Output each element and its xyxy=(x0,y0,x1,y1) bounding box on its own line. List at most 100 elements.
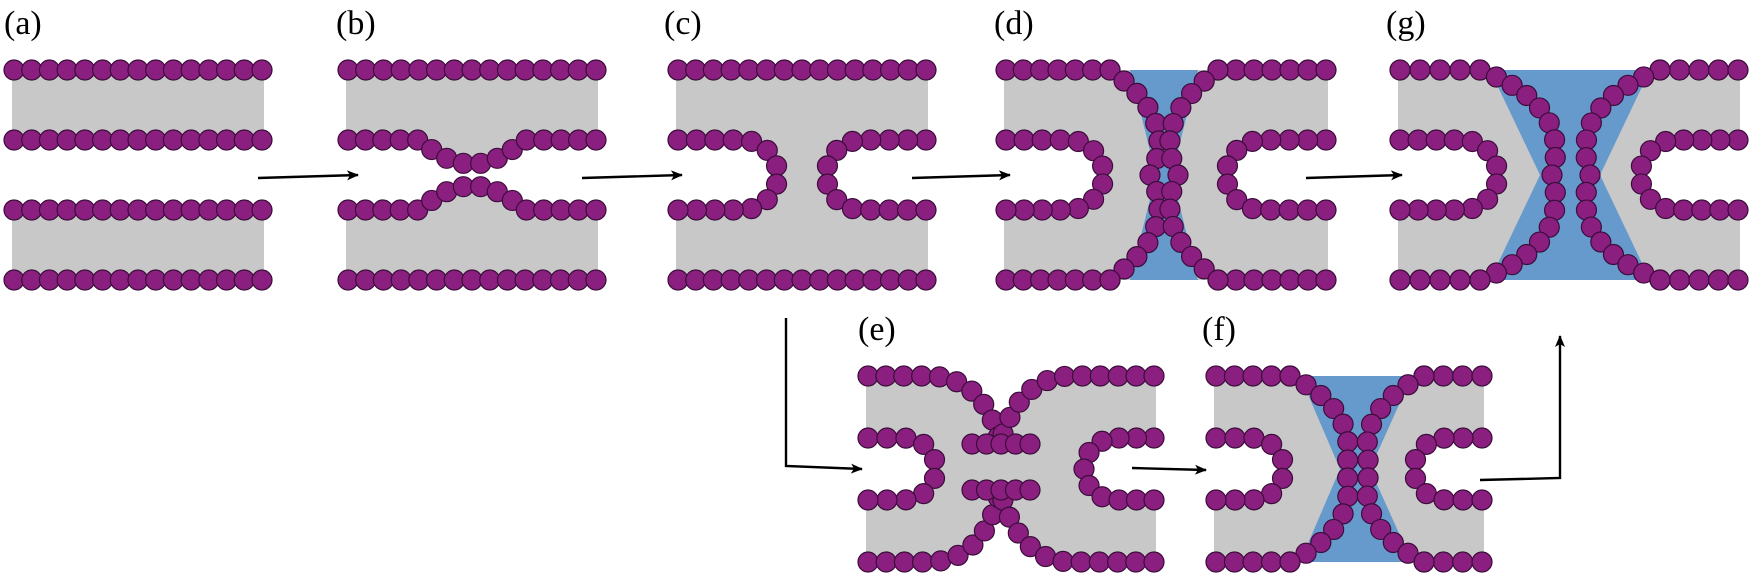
lipid-head xyxy=(1407,199,1429,221)
lipid-head xyxy=(1278,129,1300,151)
lipid-head xyxy=(1161,180,1183,203)
lipid-head xyxy=(549,269,572,291)
lipid-head xyxy=(1143,551,1165,573)
lipid-head xyxy=(1357,467,1379,489)
aqueous-gap-right xyxy=(1641,140,1740,210)
lipid-head xyxy=(720,59,742,81)
lipid-head xyxy=(38,199,61,221)
lipid-head xyxy=(1389,59,1411,81)
lipid-head xyxy=(1107,365,1129,387)
lipid-head xyxy=(180,59,202,81)
lipid-head xyxy=(1409,59,1431,81)
lipid-head xyxy=(857,365,879,387)
lipid-head xyxy=(841,198,864,220)
lipid-head xyxy=(1590,97,1612,119)
lipid-head xyxy=(704,199,726,221)
lipid-head xyxy=(1099,59,1121,81)
lipid-head xyxy=(915,59,937,81)
lipid-head xyxy=(162,269,185,291)
panel-a-two-separate-bilayers xyxy=(3,59,273,291)
lipid-head xyxy=(1296,199,1319,221)
aqueous-gap-left xyxy=(1004,140,1101,210)
lipid-head xyxy=(1125,365,1147,387)
lipid-head xyxy=(127,199,149,221)
lipid-head xyxy=(1224,427,1246,449)
lipid-head xyxy=(1315,59,1337,81)
lipid-head xyxy=(1433,427,1455,449)
lipid-head xyxy=(514,269,536,291)
lipid-head xyxy=(198,59,220,81)
lipid-head xyxy=(1397,374,1419,396)
lipid-head xyxy=(56,199,78,221)
lipid-head xyxy=(862,59,884,81)
lipid-head xyxy=(479,269,501,291)
lipid-head xyxy=(1389,269,1411,291)
lipid-head xyxy=(372,59,395,81)
lipid-head xyxy=(56,269,78,291)
lipid-head xyxy=(1332,413,1354,435)
lipid-head xyxy=(1260,365,1283,387)
lipid-head xyxy=(21,199,43,221)
lipid-head xyxy=(1242,365,1264,387)
lipid-head xyxy=(109,199,131,221)
lipid-head xyxy=(180,269,202,291)
lipid-head xyxy=(1143,489,1165,511)
lipid-head xyxy=(479,59,501,81)
lipid-head xyxy=(1655,130,1677,153)
lipid-head xyxy=(1413,365,1435,387)
lipid-head xyxy=(215,59,238,81)
lipid-head xyxy=(1049,199,1071,221)
lipid-head xyxy=(1452,365,1474,387)
lipid-head xyxy=(1019,479,1041,501)
lipid-head xyxy=(1205,365,1227,387)
lipid-head xyxy=(127,59,149,81)
lipid-head xyxy=(1170,231,1192,253)
lipid-head xyxy=(667,129,689,151)
lipid-head xyxy=(233,199,255,221)
lipid-head xyxy=(1617,74,1639,96)
lipid-head xyxy=(1323,397,1345,420)
lipid-head xyxy=(998,506,1021,528)
lipid-head xyxy=(1357,449,1379,471)
lipid-head xyxy=(1261,59,1283,81)
lipid-head xyxy=(496,59,519,81)
lipid-head xyxy=(1296,129,1319,151)
lipid-head xyxy=(127,129,149,151)
lipid-head xyxy=(38,269,61,291)
panel-b-stalk-formation xyxy=(337,59,607,291)
lipid-head xyxy=(1049,129,1071,151)
lipid-head xyxy=(1241,198,1264,220)
lipid-head xyxy=(999,406,1021,428)
lipid-head xyxy=(443,269,465,291)
lipid-head xyxy=(3,269,25,291)
lipid-head xyxy=(372,269,395,291)
lipid-head xyxy=(145,199,167,221)
lipid-head xyxy=(390,269,412,291)
lipid-head xyxy=(1295,374,1317,396)
panel-g-expanded-pore xyxy=(1389,59,1749,291)
lipid-head xyxy=(1297,59,1319,81)
lipid-head xyxy=(390,59,412,81)
lipid-head xyxy=(857,489,879,511)
lipid-head xyxy=(3,59,25,81)
lipid-head xyxy=(74,129,96,151)
lipid-head xyxy=(1356,431,1378,453)
lipid-head xyxy=(233,129,255,151)
lipid-head xyxy=(1538,216,1560,238)
lipid-head xyxy=(1261,269,1283,291)
lipid-head xyxy=(896,199,919,221)
lipid-head xyxy=(1216,155,1239,177)
lipid-head xyxy=(1688,59,1710,81)
lipid-head xyxy=(109,59,131,81)
lipid-head xyxy=(1727,269,1749,291)
lipid-head xyxy=(1088,551,1110,573)
lipid-head xyxy=(1471,551,1493,573)
lipid-head xyxy=(21,129,43,151)
lipid-head xyxy=(1205,427,1227,449)
lipid-head xyxy=(895,489,917,511)
lipid-head xyxy=(1639,188,1662,210)
lipid-head xyxy=(1691,129,1713,151)
lipid-head xyxy=(773,269,795,291)
lipid-head xyxy=(198,269,220,291)
fusion-pore xyxy=(1300,376,1412,562)
